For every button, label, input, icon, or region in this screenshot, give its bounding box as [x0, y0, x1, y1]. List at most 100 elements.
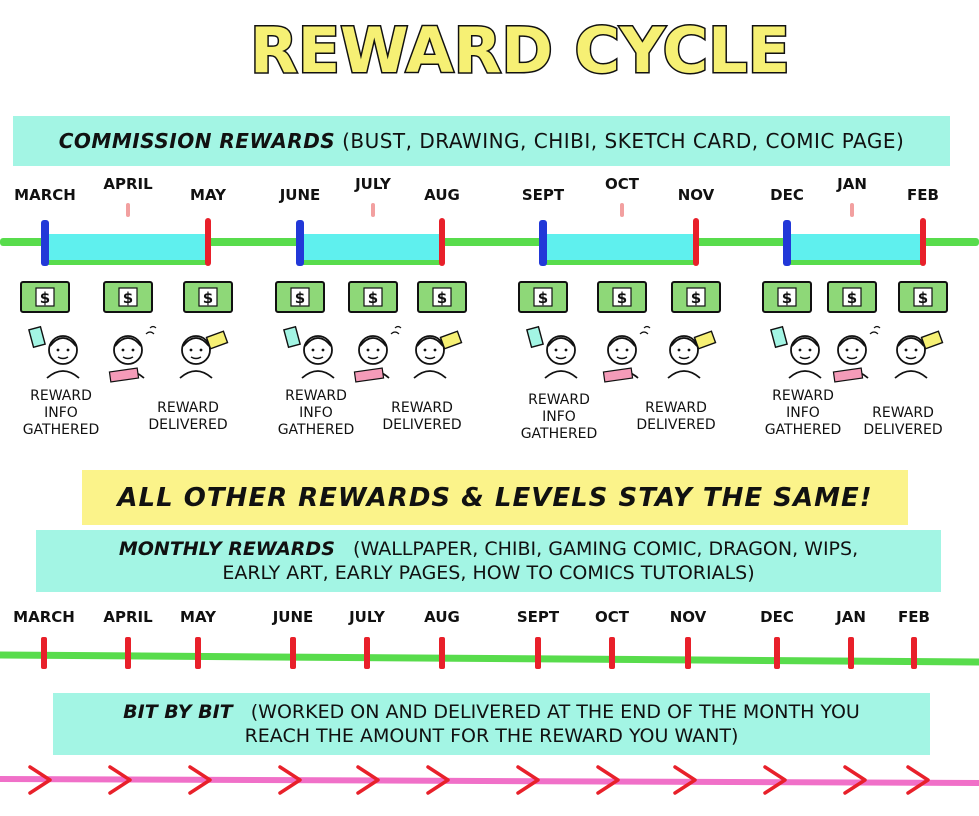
money-icon: $	[898, 281, 948, 313]
arrow-chevron-icon	[843, 765, 867, 795]
end-tick	[693, 218, 699, 266]
other-rewards-text: ALL OTHER REWARDS & LEVELS STAY THE SAME…	[117, 482, 873, 513]
money-icon: $	[762, 281, 812, 313]
end-tick	[920, 218, 926, 266]
monthly-tick	[364, 637, 370, 669]
month-label: NOV	[677, 186, 715, 204]
monthly-tick	[848, 637, 854, 669]
money-icon: $	[417, 281, 467, 313]
month-label: SEPT	[521, 186, 565, 204]
monthly-month-label: FEB	[898, 608, 930, 626]
svg-text:$: $	[123, 289, 133, 307]
end-tick	[439, 218, 445, 266]
month-label: DEC	[770, 186, 804, 204]
money-icon: $	[275, 281, 325, 313]
monthly-month-label: MARCH	[13, 608, 75, 626]
title-graphic: REWARD CYCLE	[248, 13, 791, 89]
arrow-chevron-icon	[278, 765, 302, 795]
arrow-chevron-icon	[516, 765, 540, 795]
person-delivering-icon	[667, 330, 717, 379]
monthly-detail-line2: EARLY ART, EARLY PAGES, HOW TO COMICS TU…	[222, 562, 755, 584]
monthly-tick	[609, 637, 615, 669]
person-drawing-icon	[832, 325, 881, 383]
arrow-chevron-icon	[188, 765, 212, 795]
month-label: AUG	[424, 186, 460, 204]
svg-text:$: $	[782, 289, 792, 307]
commission-heading: COMMISSION REWARDS	[58, 129, 336, 153]
arrow-chevron-icon	[426, 765, 450, 795]
svg-text:$: $	[295, 289, 305, 307]
start-tick	[41, 220, 49, 266]
page-title: REWARD CYCLE	[250, 14, 790, 87]
month-label: MAY	[190, 186, 226, 204]
commission-rewards-banner: COMMISSION REWARDS (BUST, DRAWING, CHIBI…	[13, 116, 950, 166]
money-icon: $	[518, 281, 568, 313]
month-label: APRIL	[103, 175, 153, 193]
monthly-tick	[439, 637, 445, 669]
monthly-tick	[290, 637, 296, 669]
money-icon: $	[671, 281, 721, 313]
person-drawing-icon	[353, 325, 402, 383]
mid-tick	[850, 203, 854, 217]
person-delivering-icon	[179, 330, 229, 379]
monthly-tick	[195, 637, 201, 669]
person-delivering-icon	[413, 330, 463, 379]
arrow-chevron-icon	[108, 765, 132, 795]
start-tick	[296, 220, 304, 266]
arrow-chevron-icon	[356, 765, 380, 795]
monthly-tick	[911, 637, 917, 669]
bit-by-bit-line	[0, 776, 979, 786]
cycle-fill-bar	[787, 234, 923, 264]
monthly-month-label: JULY	[349, 608, 385, 626]
caption-line: GATHERED	[22, 422, 100, 438]
monthly-tick	[41, 637, 47, 669]
caption-line: REWARD	[391, 400, 453, 416]
month-label: OCT	[605, 175, 639, 193]
start-tick	[539, 220, 547, 266]
cycle-fill-bar	[300, 234, 442, 264]
caption-line: DELIVERED	[382, 417, 462, 433]
end-tick	[205, 218, 211, 266]
arrow-chevron-icon	[906, 765, 930, 795]
money-icon: $	[827, 281, 877, 313]
caption-line: REWARD	[772, 388, 834, 404]
mid-tick	[620, 203, 624, 217]
cycle-fill-bar	[45, 234, 208, 264]
monthly-month-label: NOV	[669, 608, 707, 626]
caption-line: DELIVERED	[863, 422, 943, 438]
svg-text:$: $	[691, 289, 701, 307]
monthly-heading: MONTHLY REWARDS	[118, 538, 335, 560]
money-icon: $	[183, 281, 233, 313]
money-icon: $	[597, 281, 647, 313]
person-holding-card-icon	[28, 325, 80, 379]
svg-text:$: $	[40, 289, 50, 307]
caption-line: REWARD	[157, 400, 219, 416]
caption-line: REWARD	[645, 400, 707, 416]
person-holding-card-icon	[283, 325, 335, 379]
bit-by-bit-banner: BIT BY BIT (WORKED ON AND DELIVERED AT T…	[53, 693, 930, 755]
svg-text:$: $	[203, 289, 213, 307]
svg-text:$: $	[847, 289, 857, 307]
monthly-month-label: JUNE	[272, 608, 314, 626]
monthly-month-label: MAY	[180, 608, 216, 626]
svg-text:$: $	[538, 289, 548, 307]
bit-detail-line2: REACH THE AMOUNT FOR THE REWARD YOU WANT…	[244, 725, 739, 747]
caption-line: DELIVERED	[148, 417, 228, 433]
mid-tick	[371, 203, 375, 217]
caption-line: INFO	[44, 405, 78, 421]
start-tick	[783, 220, 791, 266]
person-holding-card-icon	[526, 325, 578, 379]
cycle-fill-bar	[543, 234, 696, 264]
money-icon: $	[103, 281, 153, 313]
arrow-chevron-icon	[763, 765, 787, 795]
monthly-tick	[125, 637, 131, 669]
caption-line: GATHERED	[277, 422, 355, 438]
caption-line: GATHERED	[764, 422, 842, 438]
caption-line: REWARD	[30, 388, 92, 404]
monthly-rewards-banner: MONTHLY REWARDS (WALLPAPER, CHIBI, GAMIN…	[36, 530, 941, 592]
monthly-detail-line1: (WALLPAPER, CHIBI, GAMING COMIC, DRAGON,…	[353, 538, 859, 560]
